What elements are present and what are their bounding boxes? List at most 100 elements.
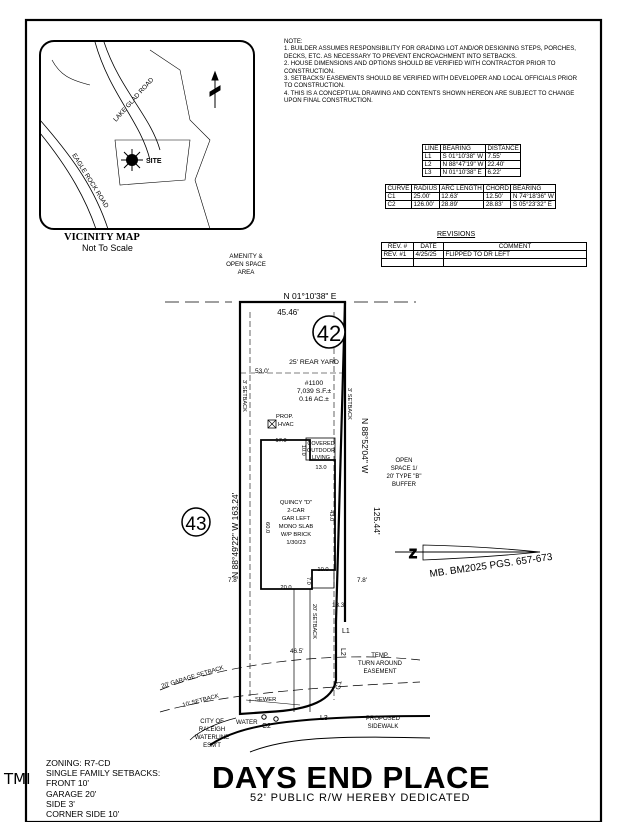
sidewalk-line-1: PROPOSED xyxy=(366,716,401,722)
bearing-right: N 88°52'04" W xyxy=(360,418,370,473)
curve-cell: 126.00' xyxy=(410,200,440,209)
curve-table-header: CURVE RADIUS ARC LENGTH CHORD BEARING xyxy=(385,184,557,193)
curve-header-cell: RADIUS xyxy=(410,184,440,193)
north-letter: Z xyxy=(409,546,417,561)
waterline-line-4: ESM'T xyxy=(203,743,221,749)
line-cell: 7.55' xyxy=(484,152,522,161)
curve-cell: 28.83' xyxy=(483,200,512,209)
line-table: LINE BEARING DISTANCE L1 S 01°10'38" W 7… xyxy=(422,144,522,177)
revisions-table: REV. # DATE COMMENT REV. #1 4/25/25 FLIP… xyxy=(381,242,587,267)
vicinity-map-title: VICINITY MAP xyxy=(64,232,140,243)
zoning-line: ZONING: R7-CD xyxy=(46,758,111,768)
zoning-line: SIDE 3' xyxy=(46,798,75,809)
distance-right: 125.44' xyxy=(372,507,382,535)
curve-cell: C2 xyxy=(385,200,412,209)
rev-cell: REV. #1 xyxy=(381,250,414,259)
table-row xyxy=(381,258,587,267)
dim-43: 43.0 xyxy=(328,510,334,521)
label-l1: L1 xyxy=(342,628,350,635)
house-line-6: 1/30/23 xyxy=(286,540,305,546)
label-l3: L3 xyxy=(320,715,328,722)
curve-cell: S 05°23'32" E xyxy=(510,200,557,209)
zoning-line: SINGLE FAMILY SETBACKS: xyxy=(46,768,161,779)
table-row: C2 126.00' 28.89' 28.83' S 05°23'32" E xyxy=(385,200,557,209)
curve-header-cell: ARC LENGTH xyxy=(438,184,485,193)
line-cell: S 01°10'38" W xyxy=(440,152,486,161)
dim-7: 7.0 xyxy=(305,577,311,585)
ten-foot-setback-label: 10' SETBACK xyxy=(182,693,220,709)
rev-header-cell: DATE xyxy=(413,242,444,251)
curve-header-cell: CHORD xyxy=(483,184,512,193)
bearing-left: N 88°49'22" W 163.24' xyxy=(230,492,240,578)
lot-number: 42 xyxy=(317,321,341,346)
house-line-4: MONO SLAB xyxy=(279,524,314,530)
sewer-label: SEWER xyxy=(255,697,276,703)
temp-line-3: EASEMENT xyxy=(363,669,396,675)
sidewalk-line-2: SIDEWALK xyxy=(368,724,399,730)
open-space-line-3: 20' TYPE "B" xyxy=(387,474,422,480)
line-cell: N 88°47'19" W xyxy=(440,160,486,169)
waterline-line-2: RALEIGH xyxy=(199,727,225,733)
hvac-line-1: PROP. xyxy=(276,414,294,420)
rev-header-cell: COMMENT xyxy=(443,242,587,251)
curve-table: CURVE RADIUS ARC LENGTH CHORD BEARING C1… xyxy=(385,184,557,209)
street-name: DAYS END PLACE xyxy=(212,760,491,795)
front-setback: 20' SETBACK xyxy=(311,604,317,639)
bearing-top: N 01°10'38" E xyxy=(284,291,337,301)
amenity-line-3: AREA xyxy=(238,269,256,276)
dim-46-5: 46.5' xyxy=(290,648,303,655)
sheet-border xyxy=(24,18,603,822)
zoning-block: ZONING: R7-CD SINGLE FAMILY SETBACKS: FR… xyxy=(46,758,206,819)
waterline-line-3: WATERLINE xyxy=(195,735,229,741)
zoning-line: GARAGE 20' xyxy=(46,788,97,799)
site-label: SITE xyxy=(146,158,162,165)
line-cell: L1 xyxy=(422,152,441,161)
house-line-1: QUINCY "D" xyxy=(280,500,312,506)
house-line-2: 2-CAR xyxy=(287,508,304,514)
revisions-title: REVISIONS xyxy=(437,231,476,238)
revisions-header: REV. # DATE COMMENT xyxy=(381,242,587,251)
lot-43-marker: 43 xyxy=(181,507,211,537)
map-north-arrow-icon xyxy=(209,70,221,108)
open-space-line-1: OPEN xyxy=(395,458,412,464)
lot-info-ac: 0.16 AC.± xyxy=(299,396,329,403)
curve-cell: 12.63' xyxy=(438,192,485,201)
line-table-col-line: LINE xyxy=(422,144,441,153)
line-cell: 6.22' xyxy=(484,168,522,177)
notes-heading: NOTE: xyxy=(284,38,303,45)
dim-7-8-left: 7.8' xyxy=(228,577,238,584)
zoning-line: FRONT 10' xyxy=(46,778,90,789)
rev-cell: FLIPPED TO DR LEFT xyxy=(443,250,587,259)
dim-10-bottom: 10.0 xyxy=(317,567,328,573)
curve-header-cell: CURVE xyxy=(385,184,412,193)
rear-dim: 53.0' xyxy=(255,368,269,375)
table-row: REV. #1 4/25/25 FLIPPED TO DR LEFT xyxy=(381,250,587,259)
line-cell: 22.40' xyxy=(484,160,522,169)
dim-7-8-right: 7.8' xyxy=(357,577,367,584)
vicinity-map-subtitle: Not To Scale xyxy=(82,243,133,253)
label-c1: C1 xyxy=(335,680,343,690)
waterline-line-1: CITY OF xyxy=(200,719,224,725)
curve-cell: N 74°18'36" W xyxy=(510,192,557,201)
lot-42-marker: 42 xyxy=(312,315,346,349)
line-table-col-distance: DISTANCE xyxy=(484,144,522,153)
dim-13-3: 13.3' xyxy=(332,602,345,609)
garage-setback-label: 20' GARAGE SETBACK xyxy=(161,665,225,690)
line-table-col-bearing: BEARING xyxy=(440,144,486,153)
water-label: WATER xyxy=(236,719,258,726)
note-4: 4. THIS IS A CONCEPTUAL DRAWING AND CONT… xyxy=(284,89,575,105)
lot-boundaries xyxy=(159,300,431,753)
site-marker-icon xyxy=(121,149,143,171)
open-space-line-2: SPACE 1/ xyxy=(391,466,418,472)
covered-line-3: LIVING xyxy=(312,455,330,461)
adjacent-lot-number: 43 xyxy=(185,514,206,535)
right-of-way-note: 52' PUBLIC R/W HEREBY DEDICATED xyxy=(250,792,471,804)
rev-cell: 4/25/25 xyxy=(413,250,444,259)
rear-yard-label: 25' REAR YARD xyxy=(289,359,339,366)
label-c2: C2 xyxy=(262,723,271,730)
line-cell: L2 xyxy=(422,160,441,169)
curve-cell: C1 xyxy=(385,192,412,201)
line-table-header: LINE BEARING DISTANCE xyxy=(422,144,522,153)
open-space-line-4: BUFFER xyxy=(392,482,417,488)
